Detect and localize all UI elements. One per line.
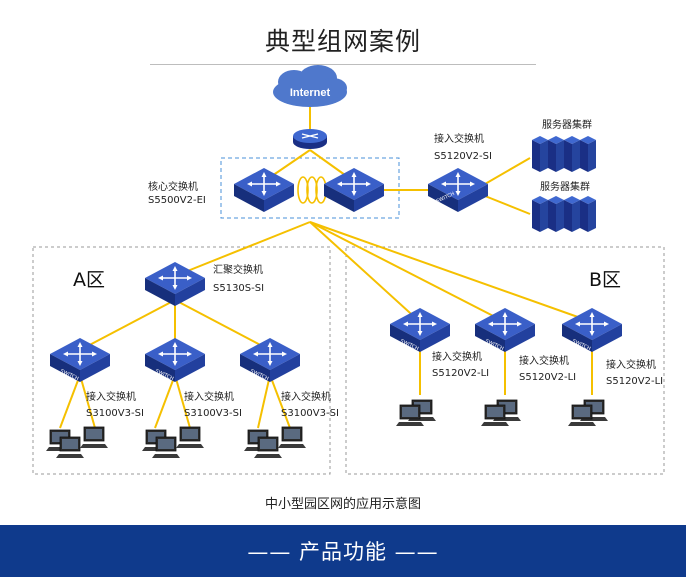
- server-cluster-1-icon: [532, 136, 596, 172]
- core-role: 核心交换机: [148, 182, 198, 193]
- aggregation-model: S5130S-SI: [213, 283, 265, 294]
- server-cluster-2-icon: [532, 196, 596, 232]
- server-access-model: S5120V2-SI: [434, 151, 492, 162]
- core-switch-2-icon: [323, 167, 385, 213]
- page-title: 典型组网案例: [264, 27, 421, 56]
- a-access-switch-2-icon: [144, 337, 206, 383]
- server-cluster-1-label: 服务器集群: [542, 120, 592, 131]
- internet-label: Internet: [290, 87, 331, 99]
- section-banner: —— 产品功能 ——: [0, 525, 686, 577]
- banner-title: —— 产品功能 ——: [247, 540, 439, 564]
- server-access-label: 接入交换机 S5120V2-SI: [434, 133, 492, 163]
- diagram-caption: 中小型园区网的应用示意图: [264, 497, 421, 512]
- zone-a-box: [32, 246, 331, 475]
- server-access-role: 接入交换机: [434, 134, 484, 145]
- zone-b-box: [345, 246, 665, 475]
- server-cluster-2-label: 服务器集群: [540, 182, 590, 193]
- b-access-switch-1-icon: [389, 307, 451, 353]
- a-pcs-icon: [45, 426, 307, 459]
- link-aggregation-rings: [297, 176, 327, 204]
- core-label: 核心交换机 S5500V2-EI: [148, 181, 206, 207]
- title-divider: [150, 64, 536, 65]
- b-pcs-icon: [395, 399, 609, 427]
- router-icon: [293, 129, 327, 149]
- a-access-switch-3-icon: [239, 337, 301, 383]
- core-switch-1-icon: [233, 167, 295, 213]
- network-links: [59, 103, 593, 429]
- a-access-switch-1-icon: [49, 337, 111, 383]
- b-access-switch-2-icon: [474, 307, 536, 353]
- aggregation-label: 汇聚交换机 S5130S-SI: [213, 264, 264, 295]
- zone-a-label: A区: [73, 269, 105, 291]
- aggregation-role: 汇聚交换机: [213, 265, 263, 276]
- zone-b-label: B区: [589, 269, 622, 291]
- server-access-switch-icon: [427, 167, 489, 213]
- core-model: S5500V2-EI: [148, 195, 206, 206]
- internet-cloud-icon: [273, 65, 347, 107]
